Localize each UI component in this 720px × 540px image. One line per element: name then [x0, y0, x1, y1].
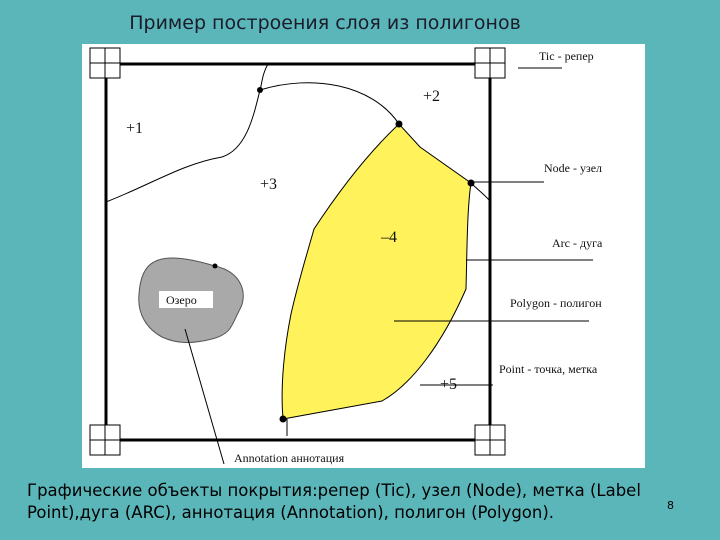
layer-boundary	[104, 62, 492, 442]
annotation-leader-line	[184, 328, 225, 465]
node-marker	[257, 87, 263, 93]
legend-polygon: Polygon - полигон	[510, 296, 602, 310]
diagram-panel: Озеро +1	[82, 44, 645, 468]
tic-marker-bottom-right	[474, 424, 506, 456]
node-marker	[395, 120, 403, 128]
tic-marker-top-right	[474, 47, 506, 79]
yellow-polygon	[281, 123, 472, 420]
node-marker	[467, 179, 475, 187]
legend-annotation: Annotation аннотация	[234, 451, 345, 465]
arc-line-right	[470, 182, 491, 202]
legend-node: Node - узел	[544, 161, 602, 175]
polygon-layer-diagram: Озеро +1	[89, 47, 603, 465]
polygon-label-1: +1	[126, 120, 143, 137]
legend-arc: Arc - дуга	[552, 236, 603, 250]
slide-title: Пример построения слоя из полигонов	[129, 12, 521, 34]
polygon-label-4: –4	[380, 229, 397, 246]
tic-marker-bottom-left	[89, 424, 121, 456]
lake-label-box	[159, 291, 213, 308]
lake-label: Озеро	[166, 293, 197, 307]
legend-tic: Tic - репер	[539, 49, 594, 63]
arc-line-top	[259, 63, 400, 125]
polygon-label-2: +2	[423, 88, 440, 105]
polygon-label-3: +3	[260, 176, 277, 193]
slide-caption: Графические объекты покрытия:репер (Tic)…	[27, 481, 641, 522]
page-number: 8	[667, 499, 674, 512]
node-marker	[212, 263, 218, 269]
arc-line-left	[105, 89, 261, 203]
node-marker	[279, 415, 287, 423]
legend-point: Point - точка, метка	[499, 362, 598, 376]
tic-marker-top-left	[89, 47, 121, 79]
